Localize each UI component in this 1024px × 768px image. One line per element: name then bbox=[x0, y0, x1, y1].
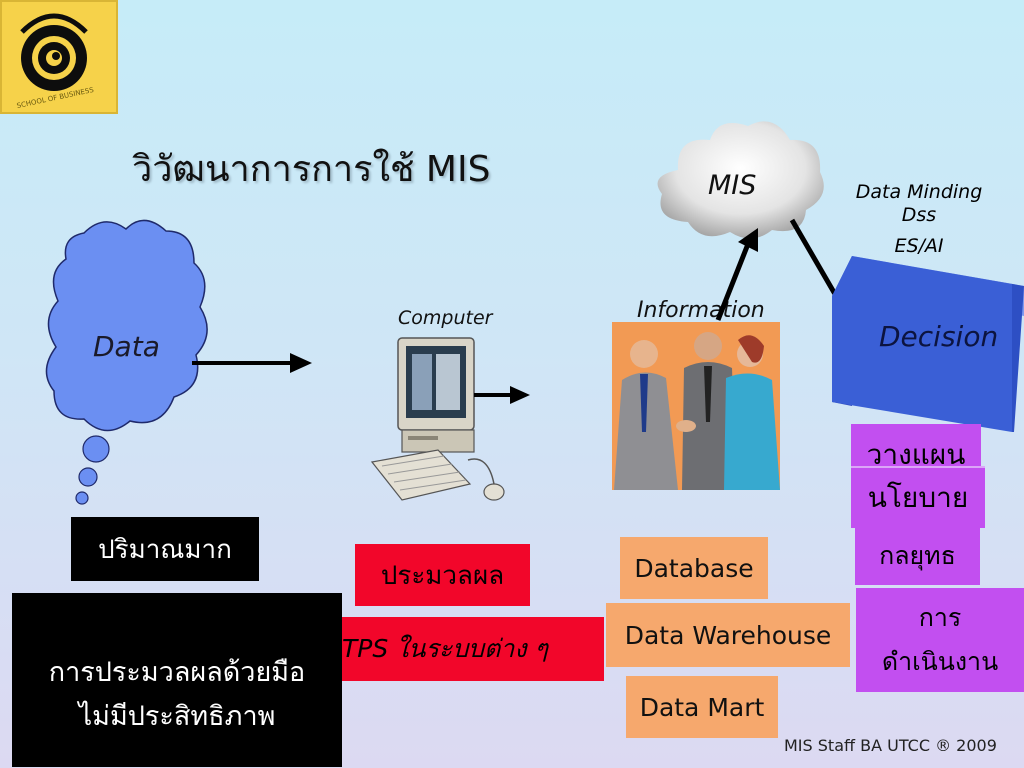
ops-line-2: ดำเนินงาน bbox=[881, 647, 999, 676]
computer-label: Computer bbox=[398, 307, 493, 329]
arrow-right-icon bbox=[192, 353, 312, 373]
mis-cloud-icon bbox=[657, 121, 824, 239]
business-handshake-icon bbox=[612, 322, 780, 490]
data-mart-box: Data Mart bbox=[626, 676, 778, 738]
flower-emblem-icon bbox=[12, 13, 96, 100]
logo: SCHOOL OF BUSINESS bbox=[0, 0, 118, 114]
decision-label: Decision bbox=[879, 320, 999, 353]
data-cloud-icon bbox=[45, 219, 208, 505]
manual-line-2: ไม่มีประสิทธิภาพ bbox=[78, 701, 276, 732]
database-box: Database bbox=[620, 537, 768, 599]
data-warehouse-box: Data Warehouse bbox=[606, 603, 850, 667]
volume-box: ปริมาณมาก bbox=[71, 517, 259, 581]
operations-box: การ ดำเนินงาน bbox=[856, 588, 1024, 692]
tools-label: Data Minding Dss ES/AI bbox=[848, 181, 990, 258]
data-label: Data bbox=[93, 330, 160, 363]
strategy-box: กลยุทธ bbox=[855, 527, 980, 585]
computer-icon bbox=[370, 337, 505, 501]
policy-box: นโยบาย bbox=[851, 466, 985, 528]
tools-line-1: Data Minding bbox=[855, 181, 983, 203]
ops-line-1: การ bbox=[918, 603, 962, 632]
decision-box bbox=[832, 256, 1024, 432]
manual-line-1: การประมวลผลด้วยมือ bbox=[48, 657, 306, 688]
tools-line-3: ES/AI bbox=[894, 235, 944, 257]
arrow-up-icon bbox=[715, 228, 758, 321]
manual-processing-box: การประมวลผลด้วยมือ ไม่มีประสิทธิภาพ bbox=[12, 593, 342, 767]
information-label: Information bbox=[637, 298, 765, 323]
footer-credit: MIS Staff BA UTCC ® 2009 bbox=[784, 736, 997, 755]
mis-label: MIS bbox=[708, 170, 757, 201]
process-box: ประมวลผล bbox=[355, 544, 530, 606]
arrow-right-icon bbox=[474, 386, 530, 404]
tools-line-2: Dss bbox=[901, 204, 937, 226]
tps-box: TPS ในระบบต่าง ๆ bbox=[342, 617, 604, 681]
slide-title: วิวัฒนาการการใช้ MIS bbox=[132, 149, 491, 190]
